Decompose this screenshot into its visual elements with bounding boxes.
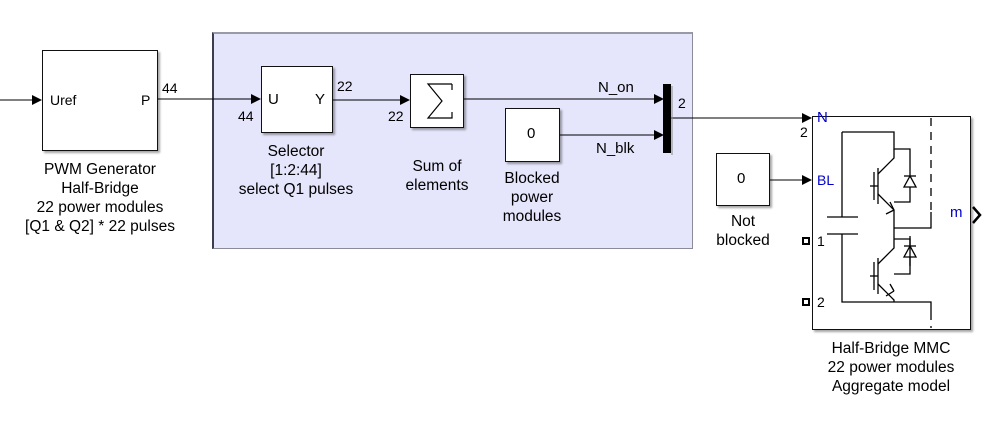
sum-label: Sum of elements xyxy=(405,158,469,194)
selector-in-width: 44 xyxy=(238,108,254,124)
mux-out-width: 2 xyxy=(678,95,686,111)
sigma-icon xyxy=(426,83,453,119)
not-blocked-constant-block[interactable] xyxy=(716,153,770,206)
not-blocked-label: Not blocked xyxy=(716,213,770,249)
selector-port-u: U xyxy=(268,91,279,108)
mmc-label: Half-Bridge MMC 22 power modules Aggrega… xyxy=(827,340,955,395)
pwm-port-p: P xyxy=(141,92,151,108)
selector-port-y: Y xyxy=(315,91,326,108)
sum-in-width: 22 xyxy=(388,108,404,124)
blocked-constant-value: 0 xyxy=(527,125,536,142)
mmc-port-bl: BL xyxy=(817,172,835,188)
pwm-port-uref: Uref xyxy=(50,92,77,108)
mmc-port-2: 2 xyxy=(817,294,825,310)
signal-name-n-on: N_on xyxy=(598,79,634,96)
output-port-m-icon[interactable] xyxy=(971,205,983,225)
conn-port-1-icon[interactable] xyxy=(802,237,810,245)
mmc-port-m: m xyxy=(950,204,963,221)
mux-block[interactable] xyxy=(663,84,671,153)
selector-out-width: 22 xyxy=(337,78,353,94)
not-blocked-constant-value: 0 xyxy=(737,170,746,187)
half-bridge-circuit-icon xyxy=(827,118,932,328)
pwm-out-width: 44 xyxy=(162,80,178,96)
pwm-label: PWM Generator Half-Bridge 22 power modul… xyxy=(25,161,175,235)
pwm-generator-block[interactable] xyxy=(42,50,158,151)
half-bridge-mmc-block[interactable] xyxy=(812,116,971,330)
blocked-constant-label: Blocked power modules xyxy=(502,170,562,225)
blocked-constant-block[interactable] xyxy=(505,108,560,162)
signal-name-n-blk: N_blk xyxy=(596,140,635,157)
mmc-port-1: 1 xyxy=(817,233,825,249)
conn-port-2-icon[interactable] xyxy=(802,298,810,306)
mmc-n-width: 2 xyxy=(800,124,808,140)
selector-block[interactable] xyxy=(261,66,333,133)
selector-label: Selector [1:2:44] select Q1 pulses xyxy=(238,143,354,198)
mmc-port-n: N xyxy=(817,109,828,126)
sum-of-elements-block[interactable] xyxy=(410,74,464,128)
